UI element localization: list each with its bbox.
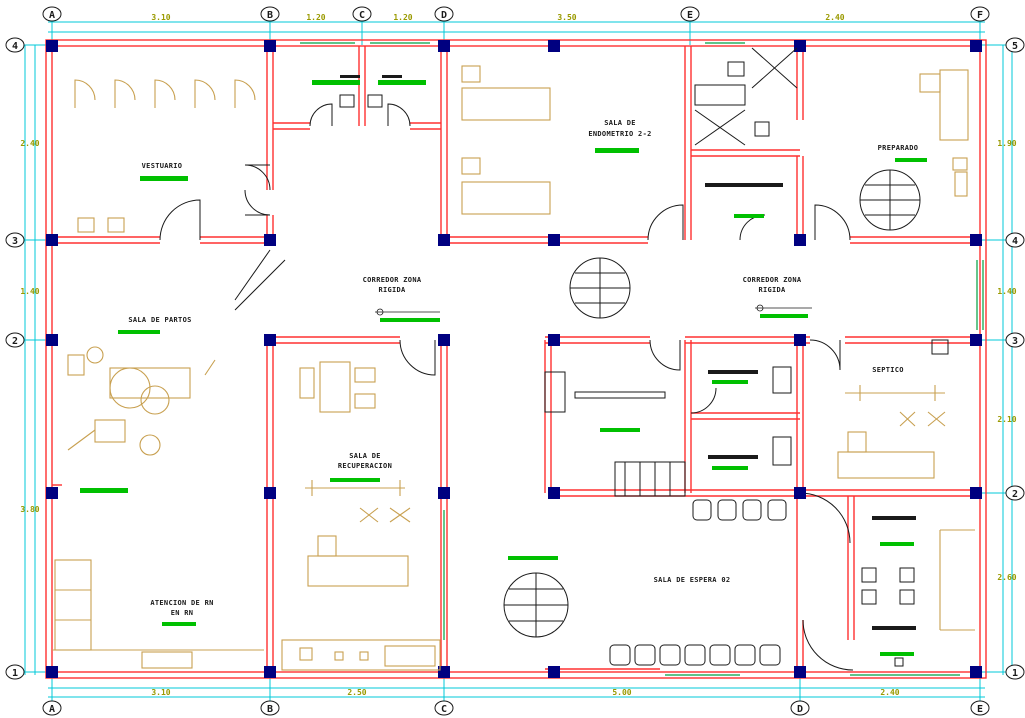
- label-corredor-right-1: CORREDOR ZONA: [743, 276, 802, 284]
- dim-right-2: 1.40: [997, 287, 1016, 296]
- grid-right-5: 5: [1012, 41, 1018, 52]
- grid-right-4: 4: [1012, 236, 1018, 247]
- dim-top-3: 1.20: [393, 13, 412, 22]
- columns: [46, 40, 982, 678]
- dim-right-4: 2.60: [997, 573, 1016, 582]
- dim-top-1: 3.10: [151, 13, 170, 22]
- label-vestuario: VESTUARIO: [142, 162, 183, 170]
- dim-top-5: 2.40: [825, 13, 844, 22]
- label-sala-partos: SALA DE PARTOS: [128, 316, 191, 324]
- grid-right-1: 1: [1012, 668, 1018, 679]
- grid-top-f: F: [977, 10, 983, 21]
- label-sala-recuperacion-1: SALA DE: [349, 452, 381, 460]
- grid-top-e: E: [687, 10, 693, 21]
- windows: [300, 42, 984, 676]
- fixtures: [339, 47, 949, 667]
- label-atencion-rn-2: EN RN: [171, 609, 194, 617]
- room-labels: VESTUARIO SALA DE PARTOS ATENCION DE RN …: [128, 119, 918, 617]
- label-preparado: PREPARADO: [878, 144, 919, 152]
- grid-top-a: A: [49, 10, 55, 21]
- label-sala-espera: SALA DE ESPERA 02: [654, 576, 731, 584]
- grid-bubbles: [5, 6, 1025, 716]
- dim-left-1: 2.40: [20, 139, 39, 148]
- grid-left-4: 4: [12, 41, 18, 52]
- grid-right-2: 2: [1012, 489, 1018, 500]
- dim-bottom-1: 3.10: [151, 688, 170, 697]
- dim-top-2: 1.20: [306, 13, 325, 22]
- dim-top-4: 3.50: [557, 13, 576, 22]
- grid-bottom-c: C: [441, 704, 447, 715]
- grid-left-1: 1: [12, 668, 18, 679]
- label-atencion-rn-1: ATENCION DE RN: [150, 599, 213, 607]
- label-bars: [80, 80, 927, 656]
- dim-bottom-3: 5.00: [612, 688, 631, 697]
- grid-top-b: B: [267, 10, 273, 21]
- label-corredor-left-1: CORREDOR ZONA: [363, 276, 422, 284]
- grid-bottom-a: A: [49, 704, 55, 715]
- grid-right-3: 3: [1012, 336, 1018, 347]
- hatched-bars: [340, 75, 916, 630]
- dim-left-3: 3.80: [20, 505, 39, 514]
- grid-top-c: C: [359, 10, 365, 21]
- grid-left-3: 3: [12, 236, 18, 247]
- label-sala-legrado-1: SALA DE: [604, 119, 636, 127]
- label-corredor-right-2: RIGIDA: [758, 286, 786, 294]
- grid-top-d: D: [441, 10, 447, 21]
- grid-left-2: 2: [12, 336, 18, 347]
- label-corredor-left-2: RIGIDA: [378, 286, 406, 294]
- dim-bottom-4: 2.40: [880, 688, 899, 697]
- furniture: [52, 65, 975, 671]
- dimension-labels: 3.10 1.20 1.20 3.50 2.40 3.10 2.50 5.00 …: [20, 13, 1016, 697]
- grid-bubble-labels: A B C D E F A B C D E 4 3 2 1 5 4 3 2 1: [12, 10, 1018, 715]
- walls: [45, 39, 987, 679]
- grid-bottom-b: B: [267, 704, 273, 715]
- dim-bottom-2: 2.50: [347, 688, 366, 697]
- dim-left-2: 1.40: [20, 287, 39, 296]
- grid-bottom-e: E: [977, 704, 983, 715]
- label-sala-legrado-2: ENDOMETRIO 2-2: [588, 130, 651, 138]
- round-tables: [503, 169, 921, 638]
- dim-right-1: 1.90: [997, 139, 1016, 148]
- grid-bottom-d: D: [797, 704, 803, 715]
- level-markers: [375, 304, 812, 316]
- dim-right-3: 2.10: [997, 415, 1016, 424]
- label-deposito: SEPTICO: [872, 366, 904, 374]
- seating-rows: [609, 499, 787, 666]
- label-sala-recuperacion-2: RECUPERACION: [338, 462, 392, 470]
- doors: [159, 103, 854, 671]
